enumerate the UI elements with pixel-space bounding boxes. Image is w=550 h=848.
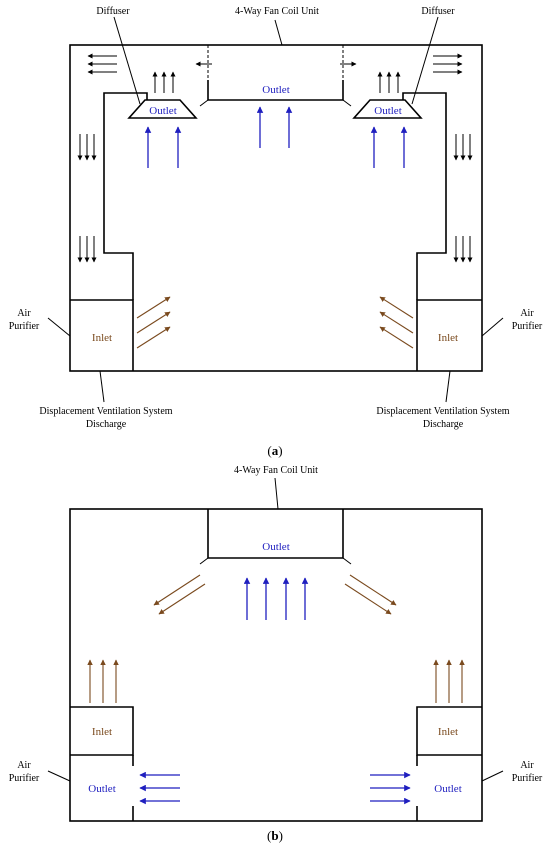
fcu-a-label: 4-Way Fan Coil Unit <box>235 6 319 17</box>
fcu-b-right-vane <box>342 557 352 565</box>
fcu-a-left-vane <box>199 99 209 107</box>
fcu-b-body <box>207 509 344 559</box>
black-arrows-top-right <box>433 53 463 75</box>
outlet-right-b-label: Outlet <box>434 783 462 795</box>
outlet-right-a-label: Outlet <box>374 105 402 117</box>
air-purifier-right-b-line1: Air <box>520 760 534 771</box>
room-b-outline <box>69 508 483 822</box>
brown-arrows-b <box>87 574 465 703</box>
air-purifier-right-a-line2: Purifier <box>512 321 543 332</box>
diffuser-right-label: Diffuser <box>421 6 455 17</box>
outlet-center-b-label: Outlet <box>262 541 290 553</box>
air-purifier-left-a-line2: Purifier <box>9 321 40 332</box>
fcu-a-right-vane <box>342 99 352 107</box>
air-purifier-right-a-line1: Air <box>520 308 534 319</box>
caption-b: (b) <box>267 828 283 843</box>
inlet-right-a-label: Inlet <box>438 332 458 344</box>
dvs-left-line1: Displacement Ventilation System <box>39 406 172 417</box>
inlet-left-b-label: Inlet <box>92 726 112 738</box>
leader-lines-b <box>47 477 504 782</box>
left-purifier-b-upper <box>70 706 134 756</box>
dvs-right-line1: Displacement Ventilation System <box>376 406 509 417</box>
leader-lines-a <box>47 16 504 403</box>
left-diffuser-a <box>127 99 198 119</box>
diffuser-left-label: Diffuser <box>96 6 130 17</box>
air-purifier-left-b-line1: Air <box>17 760 31 771</box>
brown-arrows-a <box>136 296 414 349</box>
inlet-left-a-label: Inlet <box>92 332 112 344</box>
black-arrows-right-duct-down <box>453 134 473 263</box>
blue-arrows-a <box>144 106 408 168</box>
black-arrows-right-diffuser-up <box>377 71 401 93</box>
air-purifier-left-b-line2: Purifier <box>9 773 40 784</box>
black-arrows-left-duct-down <box>77 134 97 263</box>
caption-a: (a) <box>267 443 282 458</box>
diagram-a: 4-Way Fan Coil Unit Diffuser Diffuser Ou… <box>9 6 543 458</box>
blue-arrows-b-up <box>243 577 309 620</box>
diagram-b: 4-Way Fan Coil Unit Outlet Inlet Inlet O… <box>9 465 543 843</box>
air-purifier-right-b-line2: Purifier <box>512 773 543 784</box>
right-duct-a <box>402 92 447 300</box>
blue-arrows-b-side <box>139 771 411 805</box>
right-diffuser-a <box>352 99 423 119</box>
outlet-left-b-label: Outlet <box>88 783 116 795</box>
room-a-outline <box>69 44 483 372</box>
air-purifier-left-a-line1: Air <box>17 308 31 319</box>
fcu-a-body <box>207 80 344 101</box>
black-arrows-left-diffuser-up <box>152 71 176 93</box>
left-purifier-a-box <box>70 299 134 371</box>
fcu-b-left-vane <box>199 557 209 565</box>
outlet-left-a-label: Outlet <box>149 105 177 117</box>
inlet-right-b-label: Inlet <box>438 726 458 738</box>
dvs-right-line2: Discharge <box>423 419 464 430</box>
black-arrows-top-left <box>87 53 117 75</box>
right-purifier-b-upper <box>416 706 482 756</box>
dvs-left-line2: Discharge <box>86 419 127 430</box>
outlet-center-a-label: Outlet <box>262 84 290 96</box>
left-duct-a <box>103 92 148 300</box>
fcu-b-label: 4-Way Fan Coil Unit <box>234 465 318 476</box>
right-purifier-a-box <box>416 299 482 371</box>
